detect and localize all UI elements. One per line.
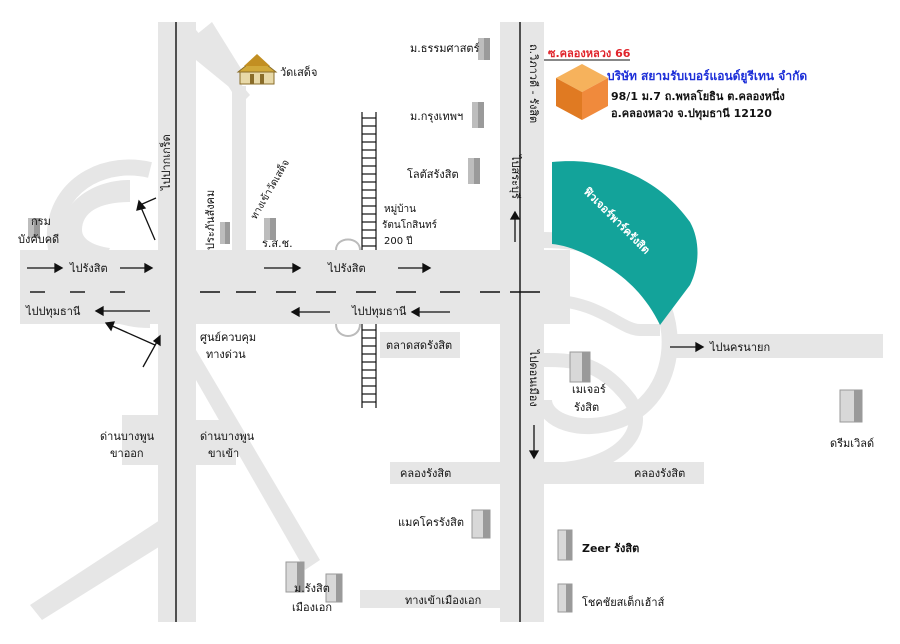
building-rangsit-u-icon bbox=[285, 561, 343, 603]
label-wat-sadet: วัดเสด็จ bbox=[280, 65, 317, 79]
railway-bottom bbox=[361, 324, 377, 408]
arrow-right-left-rangsit-2 bbox=[120, 262, 154, 274]
label-toll-out-2: ขาออก bbox=[110, 447, 144, 460]
company-address-2: อ.คลองหลวง จ.ปทุมธานี 12120 bbox=[611, 107, 772, 121]
label-toll-in-1: ด่านบางพูน bbox=[200, 430, 255, 443]
label-talad: ตลาดสดรังสิต bbox=[386, 339, 452, 352]
label-mooban-3: 200 ปี bbox=[384, 235, 413, 247]
building-major-icon bbox=[569, 351, 591, 383]
label-thammasat: ม.ธรรมศาสตร์ bbox=[410, 42, 480, 55]
toll-box-out bbox=[122, 415, 158, 465]
label-traffic-2: ทางด่วน bbox=[206, 348, 246, 361]
right-interchange-loop-2 bbox=[543, 294, 660, 336]
u-turn-top bbox=[335, 238, 361, 251]
direction-arrows bbox=[27, 197, 705, 460]
label-to-pathum-left: ไปปทุมธานี bbox=[25, 305, 81, 318]
building-chokchai-icon bbox=[557, 583, 573, 613]
building-krom-icon bbox=[28, 218, 40, 238]
arrow-down-donmueang bbox=[528, 425, 540, 460]
company-box-icon bbox=[556, 64, 608, 120]
label-muang-ek: ทางเข้าเมืองเอก bbox=[405, 594, 481, 607]
label-major-1: เมเจอร์ bbox=[572, 383, 606, 396]
road-main-horizontal bbox=[20, 250, 540, 324]
label-to-rangsit-mid: ไปรังสิต bbox=[327, 262, 366, 275]
lane-markings bbox=[30, 22, 540, 622]
label-rangsit-u-2: เมืองเอก bbox=[292, 601, 332, 614]
road-talad bbox=[380, 332, 460, 358]
arrow-right-mid-rangsit-2 bbox=[398, 262, 432, 274]
arrow-left-mid-pathum-2 bbox=[410, 306, 450, 318]
label-traffic-1: ศูนย์ควบคุม bbox=[200, 331, 256, 344]
road-muang-ek bbox=[360, 590, 500, 608]
arrow-left-mid-pathum bbox=[290, 306, 330, 318]
label-to-nakhonnayok: ไปนครนายก bbox=[709, 341, 770, 354]
label-makro: แมคโครรังสิต bbox=[398, 515, 464, 529]
road-diagonal-sw bbox=[30, 520, 170, 620]
label-krom-2: บังคับคดี bbox=[18, 233, 59, 246]
label-khlong-rangsit-1: คลองรังสิต bbox=[400, 467, 451, 480]
arrow-left-left-pathum bbox=[94, 305, 150, 317]
building-prachasangkhom-icon bbox=[220, 222, 230, 244]
label-to-saraburi: ไปสระบุรี bbox=[509, 154, 522, 199]
temple-icon bbox=[236, 54, 278, 85]
label-mooban-1: หมู่บ้าน bbox=[384, 203, 416, 215]
company-name: บริษัท สยามรับเบอร์แอนด์ยูรีเทน จำกัด bbox=[607, 69, 807, 84]
road-khlong-rangsit-right bbox=[544, 462, 704, 484]
building-zeer-icon bbox=[557, 529, 573, 561]
building-krungthep-icon bbox=[472, 102, 484, 128]
railway-top bbox=[361, 112, 377, 250]
left-interchange-loop bbox=[60, 180, 130, 268]
road-diagonal-se bbox=[196, 350, 320, 570]
arrow-diag-nw-2 bbox=[139, 197, 157, 206]
label-zeer: Zeer รังสิต bbox=[582, 542, 639, 555]
label-to-wat-sadet: ทางเข้าวัดเสด็จ bbox=[246, 156, 292, 221]
road-khlong-rangsit-left bbox=[390, 462, 500, 484]
company-soi: ซ.คลองหลวง 66 bbox=[548, 47, 631, 60]
label-toll-in-2: ขาเข้า bbox=[208, 447, 239, 460]
label-lotus: โลตัสรังสิต bbox=[407, 167, 459, 181]
building-thammasat-icon bbox=[478, 38, 490, 60]
arrow-diag-sw-1 bbox=[104, 321, 156, 346]
label-krom-1: กรม bbox=[31, 215, 51, 228]
label-khlong-rangsit-2: คลองรังสิต bbox=[634, 467, 685, 480]
arrow-diag-sw-2 bbox=[142, 334, 161, 368]
road-phahon-yothin bbox=[158, 22, 196, 622]
road-vibhavadi bbox=[500, 22, 544, 622]
label-vibhavadi: ถ.วิภาวดี - รังสิต bbox=[527, 44, 540, 123]
label-prachasangkhom: ประภันสังคม bbox=[204, 190, 217, 250]
building-makro-icon bbox=[471, 509, 491, 539]
label-to-pathum-mid: ไปปทุมธานี bbox=[351, 305, 407, 318]
label-toll-out-1: ด่านบางพูน bbox=[100, 430, 155, 443]
road-wat-vertical bbox=[232, 86, 246, 256]
building-icons bbox=[28, 38, 863, 613]
label-rangsit-u-1: ม.รังสิต bbox=[294, 582, 330, 595]
label-to-donmueang: ไปดอนเมือง bbox=[527, 349, 540, 407]
arrow-right-mid-rangsit bbox=[264, 262, 302, 274]
label-mooban-2: รัตนโกสินทร์ bbox=[382, 218, 438, 231]
building-lotus-icon bbox=[468, 158, 480, 184]
label-to-pakkret: ไปปากเกร็ด bbox=[159, 134, 173, 191]
toll-box-in bbox=[196, 420, 236, 465]
arrow-right-nakhonnayok bbox=[670, 341, 705, 353]
road-network bbox=[20, 22, 883, 622]
road-main-horizontal-right bbox=[540, 250, 570, 324]
road-to-wat bbox=[196, 22, 248, 92]
arrow-diag-nw-1 bbox=[136, 199, 156, 241]
building-dreamworld-icon bbox=[839, 389, 863, 423]
label-chokchai: โชคชัยสเต็กเฮ้าส์ bbox=[582, 595, 665, 609]
arrow-up-saraburi bbox=[509, 210, 521, 242]
company-address-1: 98/1 ม.7 ถ.พหลโยธิน ต.คลองหนึ่ง bbox=[611, 88, 785, 103]
label-rosor: ร.ส.ช. bbox=[262, 237, 293, 250]
building-rosor-icon bbox=[264, 218, 276, 240]
label-dreamworld: ดรีมเวิลด์ bbox=[830, 437, 874, 450]
label-to-rangsit-left: ไปรังสิต bbox=[69, 262, 108, 275]
future-park-area bbox=[552, 161, 698, 325]
arrow-right-left-rangsit bbox=[27, 262, 64, 274]
u-turn-bottom bbox=[335, 323, 361, 337]
label-krungthep: ม.กรุงเทพฯ bbox=[410, 110, 463, 123]
label-major-2: รังสิต bbox=[574, 401, 599, 414]
